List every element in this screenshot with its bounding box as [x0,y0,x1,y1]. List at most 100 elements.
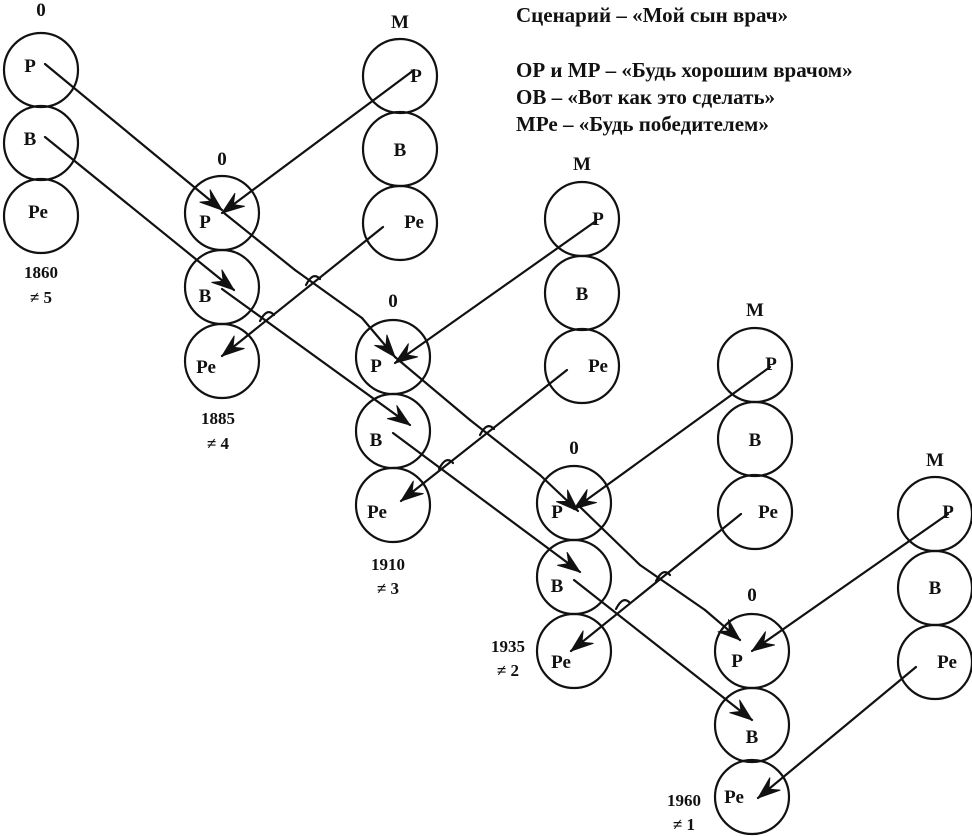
ego-label-child: Ре [588,356,608,377]
ego-label-adult: В [749,430,762,451]
mother-child-arrowhead [221,335,245,357]
ego-label-adult: В [746,727,759,748]
ego-label-parent: Р [592,209,604,230]
ego-circle-child [543,327,621,405]
generation-label: ≠ 4 [207,434,230,453]
ego-label-adult: В [551,576,564,597]
father-parent-arrow-line [576,503,642,567]
mother-child-arrow-line [220,225,385,358]
ego-label-child: Ре [937,652,957,673]
ego-label-child: Ре [196,357,216,378]
mother-parent-arrow-line [750,512,950,653]
father-stack-2: 0 Р В Ре 1885 ≠ 4 [183,149,261,453]
father-label: 0 [569,438,579,459]
mother-child-arrowhead [570,630,594,652]
year-label: 1960 [667,791,701,810]
ego-circle-adult [354,392,432,470]
ego-circle-parent [361,37,439,115]
ego-circle-child [713,758,791,836]
mother-stack-2: М Р В Ре [543,154,621,405]
mother-child-arrowhead [400,480,424,502]
ego-circle-adult [535,538,613,616]
ego-label-adult: В [370,430,383,451]
ego-circle-child [896,623,972,701]
ego-circle-parent [543,180,621,258]
father-label: 0 [36,0,46,21]
father-parent-arrow-line [293,268,364,320]
mother-parent-arrowhead [751,631,776,652]
ego-circle-child [535,612,613,690]
year-label: 1910 [371,555,405,574]
mother-label: М [926,450,944,471]
generation-label: ≠ 5 [30,288,52,307]
mother-child-arrow-line [569,512,743,653]
father-parent-arrow-line [468,418,542,477]
injunction-line-2: ОВ – «Вот как это сделать» [516,85,775,109]
line-crossing-bump [258,311,276,323]
ego-label-adult: В [929,578,942,599]
mother-parent-arrowhead [573,489,598,510]
ego-label-parent: Р [551,502,563,523]
line-crossing-bump [304,275,322,287]
father-parent-arrowhead [374,334,396,358]
header: Сценарий – «Мой сын врач» ОР и МР – «Буд… [516,3,853,136]
ego-circle-child [361,184,439,262]
father-stack-3: 0 Р В Ре 1910 ≠ 3 [354,291,432,598]
ego-label-parent: Р [410,66,422,87]
ego-label-child: Ре [28,202,48,223]
ego-circle-adult [183,248,261,326]
line-crossing-bump [478,425,496,437]
mother-child-arrow-line [756,665,918,800]
mother-child-arrow-line [399,368,569,503]
father-label: 0 [388,291,398,312]
ego-label-parent: Р [731,651,743,672]
father-stack-1: 0 Р В Ре 1860 ≠ 5 [2,0,80,307]
injunction-line-1: ОР и МР – «Будь хорошим врачом» [516,58,853,82]
ego-label-child: Ре [404,212,424,233]
father-stack-4: 0 Р В Ре 1935 ≠ 2 [491,438,613,690]
year-label: 1935 [491,637,525,656]
generation-label: ≠ 1 [673,815,695,834]
ego-circle-child [183,322,261,400]
mother-child-arrowhead [757,777,781,799]
ego-label-child: Ре [551,652,571,673]
ego-circle-parent [716,326,794,404]
father-adult-arrowhead [729,699,753,721]
father-label: 0 [747,585,757,606]
ego-circle-adult [713,686,791,764]
father-adult-arrowhead [211,269,235,291]
generation-label: ≠ 2 [497,661,519,680]
father-adult-arrowhead [386,405,411,426]
mother-stack-1: М Р В Ре [361,12,439,262]
ego-label-adult: В [24,129,37,150]
father-stack-5: 0 Р В Ре 1960 ≠ 1 [667,585,791,836]
line-crossing-bump [437,459,455,471]
ego-circle-child [354,466,432,544]
father-parent-arrowhead [717,619,741,641]
father-parent-arrow-line [222,211,297,272]
line-crossing-bump [614,599,632,611]
father-adult-arrow-line [43,135,236,292]
ego-label-adult: В [199,286,212,307]
ego-label-child: Ре [724,787,744,808]
mother-label: М [573,154,591,175]
mother-parent-arrow-line [572,365,772,511]
father-adult-arrow-line [572,578,754,722]
year-label: 1885 [201,409,235,428]
injunction-line-3: МРе – «Будь победителем» [516,112,769,136]
scenario-title: Сценарий – «Мой сын врач» [516,3,788,27]
father-label: 0 [217,149,227,170]
father-adult-arrow-line [391,431,582,574]
mother-parent-arrow-line [220,68,416,215]
father-adult-arrow-line [220,287,412,427]
ego-circle-parent [2,31,80,109]
ego-label-child: Ре [758,502,778,523]
generation-label: ≠ 3 [377,579,399,598]
ego-label-parent: Р [765,354,777,375]
line-crossing-bump [654,571,672,583]
ego-label-parent: Р [24,56,36,77]
father-parent-arrowhead [199,189,223,211]
ego-label-adult: В [394,140,407,161]
mother-stack-3: М Р В Ре [716,300,794,551]
